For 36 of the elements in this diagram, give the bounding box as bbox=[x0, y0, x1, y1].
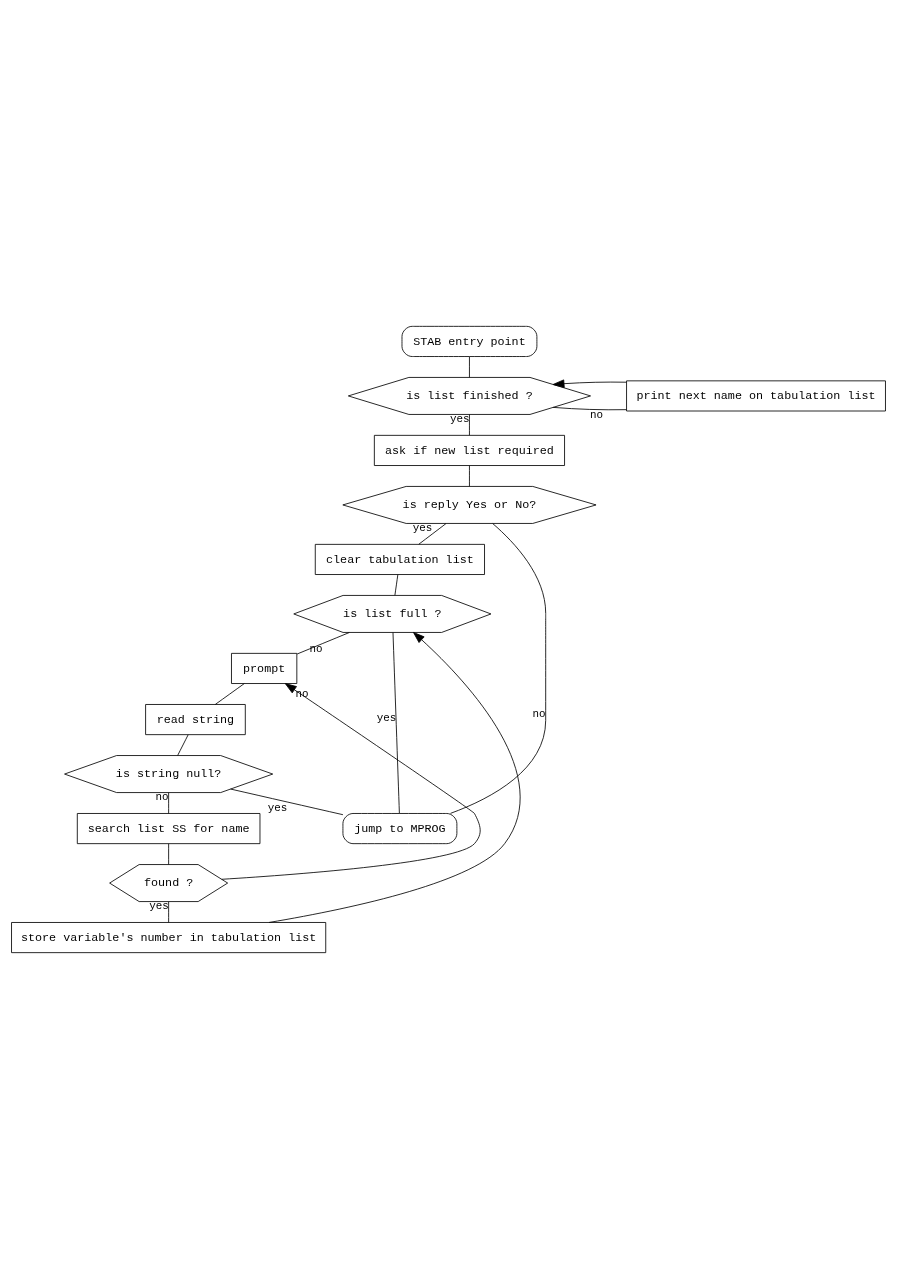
connector bbox=[418, 522, 447, 545]
node-box: search list SS for name bbox=[76, 812, 261, 844]
edge-label: yes bbox=[267, 801, 288, 814]
connector bbox=[469, 464, 470, 487]
node-box: read string bbox=[145, 703, 246, 735]
arrow bbox=[552, 378, 627, 388]
edge-label: yes bbox=[376, 711, 397, 724]
arrow bbox=[268, 631, 521, 923]
connector bbox=[469, 355, 470, 378]
connector bbox=[296, 631, 350, 654]
node-box: clear tabulation list bbox=[314, 543, 485, 575]
edge-label: no bbox=[309, 642, 323, 655]
connector bbox=[177, 733, 189, 756]
connector bbox=[450, 522, 547, 814]
node-box: jump to MPROG bbox=[342, 812, 458, 844]
connector bbox=[552, 406, 627, 410]
connector bbox=[168, 842, 170, 865]
node-box: STAB entry point bbox=[401, 325, 538, 357]
edge-label: yes bbox=[412, 521, 433, 534]
node-box: prompt bbox=[231, 652, 298, 684]
edge-label: no bbox=[532, 707, 546, 720]
connector bbox=[469, 413, 470, 436]
edge-label: yes bbox=[450, 412, 470, 425]
connector bbox=[392, 631, 400, 814]
connector bbox=[214, 682, 245, 705]
edge-label: yes bbox=[149, 899, 169, 912]
node-box: store variable's number in tabulation list bbox=[11, 921, 327, 953]
connector bbox=[230, 788, 344, 815]
arrow bbox=[221, 682, 481, 880]
edge-label: no bbox=[155, 790, 169, 803]
connector bbox=[168, 900, 170, 923]
edge-label: no bbox=[589, 408, 604, 421]
node-box: ask if new list required bbox=[373, 434, 565, 466]
connector bbox=[168, 791, 170, 814]
connector bbox=[394, 573, 399, 596]
node-box: print next name on tabulation list bbox=[626, 379, 886, 411]
